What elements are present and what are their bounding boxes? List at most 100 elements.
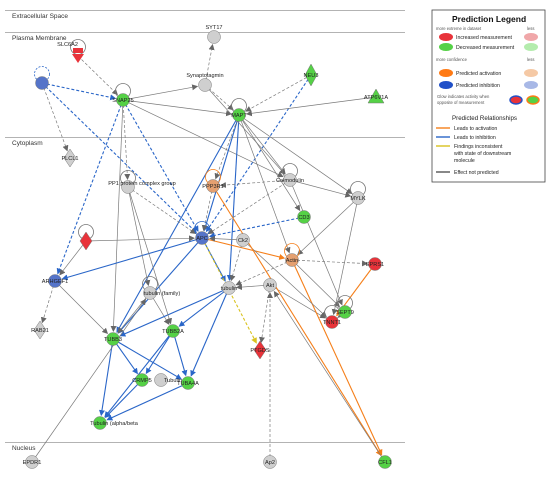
edge-mapt-ppp3r1 — [214, 114, 240, 180]
node-plcl1[interactable]: PLCL1 — [61, 148, 79, 168]
node-rab21[interactable]: RAB21 — [31, 320, 49, 340]
node-tubb2a[interactable]: TUBB2A — [162, 324, 184, 338]
node-atp6v1a[interactable]: ATP6V1A — [364, 88, 388, 104]
node-tnnt[interactable]: TNNT1 — [323, 315, 341, 329]
syt17-label: SYT17 — [205, 25, 222, 31]
legend-leads-activation: Leads to activation — [454, 126, 497, 132]
edge-apc-tubb3 — [117, 237, 203, 334]
node-actin[interactable]: Actin — [285, 253, 299, 267]
legend-activation-dark-swatch — [439, 69, 453, 77]
node-snap25[interactable]: SNAP25 — [112, 93, 134, 107]
node-pp1[interactable]: PP1 protein complex group — [108, 180, 176, 194]
node-eprs1[interactable]: EPRS1 — [366, 257, 384, 271]
legend-relationships-title: Predicted Relationships — [452, 115, 517, 122]
region-label-cytoplasm: Cytoplasm — [12, 140, 43, 147]
legend-inconsistent-1: Findings inconsistent — [454, 144, 503, 150]
mylk-shape — [351, 191, 365, 205]
edge-g1-plcl1 — [41, 82, 69, 152]
node-tubulin_family[interactable]: tubulin (family) — [143, 286, 181, 300]
mylk-label: MYLK — [350, 196, 366, 202]
edge-tubb2a-tub_ab — [104, 330, 174, 418]
ppp3r1-shape — [206, 179, 220, 193]
node-calmodulin[interactable]: Calmodulin — [276, 173, 304, 187]
legend-title: Prediction Legend — [452, 14, 526, 24]
node-red1[interactable] — [79, 231, 93, 251]
legend-not-predicted: Effect not predicted — [454, 170, 499, 176]
syt17-shape — [207, 30, 221, 44]
edge-mapt-tubb3 — [116, 114, 240, 333]
node-nrcam[interactable]: NEU3 — [304, 63, 319, 87]
edge-epdr1-tubulin_family — [31, 298, 146, 463]
edge-ppp3r1-apc — [201, 185, 214, 232]
edge-tuba4a-tub_ab — [106, 382, 189, 421]
legend-glow-line2: opposite of measurement — [437, 100, 485, 105]
edge-mapt-cd3 — [238, 114, 301, 212]
tubb3-shape — [106, 332, 120, 346]
ck2-label: Ck2 — [238, 238, 248, 244]
node-tubulin_b[interactable]: Tubulin — [154, 373, 183, 387]
node-arhgef1[interactable]: ARHGEF1 — [42, 274, 68, 288]
nrcam-shape — [304, 63, 318, 87]
node-cfl1[interactable]: CFL1 — [378, 455, 392, 469]
node-ap2[interactable]: Ap2 — [263, 455, 277, 469]
legend-increased-dark-swatch — [439, 33, 453, 41]
node-synaptotagmin[interactable]: Synaptotagmin — [186, 73, 224, 92]
edge-nrcam-mapt — [245, 74, 312, 112]
edge-tubb2a-tuba4a — [172, 330, 188, 377]
node-ppp3r1[interactable]: PPP3R1 — [202, 179, 224, 193]
node-ptgds[interactable]: PTGDS — [250, 340, 270, 360]
crmp5-shape — [135, 373, 149, 387]
akt-shape — [263, 278, 277, 292]
calmodulin-shape — [283, 173, 297, 187]
legend-section-confidence: more confidence — [436, 57, 468, 62]
edge-cfl1-akt — [273, 290, 386, 463]
edge-actin-tubulin — [235, 259, 293, 286]
node-crmp5[interactable]: CRMP5 — [132, 373, 152, 387]
edge-tubulin_family-tubb3 — [117, 292, 151, 334]
node-mapt[interactable]: MAPT — [231, 108, 247, 122]
node-apc[interactable]: APC — [195, 231, 209, 245]
legend-less-1: less — [527, 26, 534, 31]
synaptotagmin-label: Synaptotagmin — [186, 73, 223, 79]
edge-apc-arhgef1 — [61, 237, 203, 281]
slc6a2-label: SLC6A2 — [57, 42, 78, 48]
edge-tubulin-tubb2a — [178, 287, 230, 327]
edge-nrcam-apc — [205, 74, 312, 233]
nrcam-label: NEU3 — [304, 73, 319, 79]
node-tuba4a[interactable]: TUBA4A — [177, 376, 199, 390]
legend-inconsistent-2: with state of downstream — [454, 151, 511, 157]
g1-shape — [35, 76, 49, 90]
edge-red1-apc — [85, 235, 196, 242]
edge-actin-sept9 — [291, 259, 341, 308]
node-akt[interactable]: Akt — [263, 278, 277, 292]
edge-red1-arhgef1 — [59, 240, 87, 276]
edge-pp1-tubb2a — [127, 186, 172, 325]
legend-section-dataset: more extreme in dataset — [436, 26, 482, 31]
node-cd3[interactable]: CD3 — [297, 210, 311, 224]
tubulin-label: tubulin — [221, 286, 237, 292]
node-tub_ab[interactable]: Tubulin (alpha/beta — [90, 416, 139, 430]
node-tubb3[interactable]: TUBB3 — [104, 332, 122, 346]
node-ck2[interactable]: Ck2 — [236, 233, 250, 247]
region-label-nucleus: Nucleus — [12, 445, 36, 452]
node-mylk[interactable]: MYLK — [350, 191, 366, 205]
node-epdr1[interactable]: EPDR1 — [23, 455, 42, 469]
node-syt17[interactable]: SYT17 — [205, 25, 223, 44]
node-tubulin[interactable]: tubulin — [221, 281, 237, 295]
edge-synaptotagmin-syt17 — [204, 43, 215, 86]
tnnt-shape — [325, 315, 339, 329]
edge-mapt-calmodulin — [238, 114, 286, 175]
node-slc6a2[interactable]: SLC6A2 — [57, 42, 84, 63]
mapt-label: MAPT — [231, 113, 247, 119]
node-sept9[interactable]: SEPT9 — [336, 305, 354, 319]
edge-synaptotagmin-calmodulin — [204, 84, 286, 175]
node-g1[interactable] — [35, 76, 49, 90]
edge-snap25-synaptotagmin — [122, 84, 199, 101]
cd3-shape — [297, 210, 311, 224]
legend-decreased-dark-swatch — [439, 43, 453, 51]
snap25-shape — [116, 93, 130, 107]
epdr1-shape — [25, 455, 39, 469]
epdr1-label: EPDR1 — [23, 460, 42, 466]
